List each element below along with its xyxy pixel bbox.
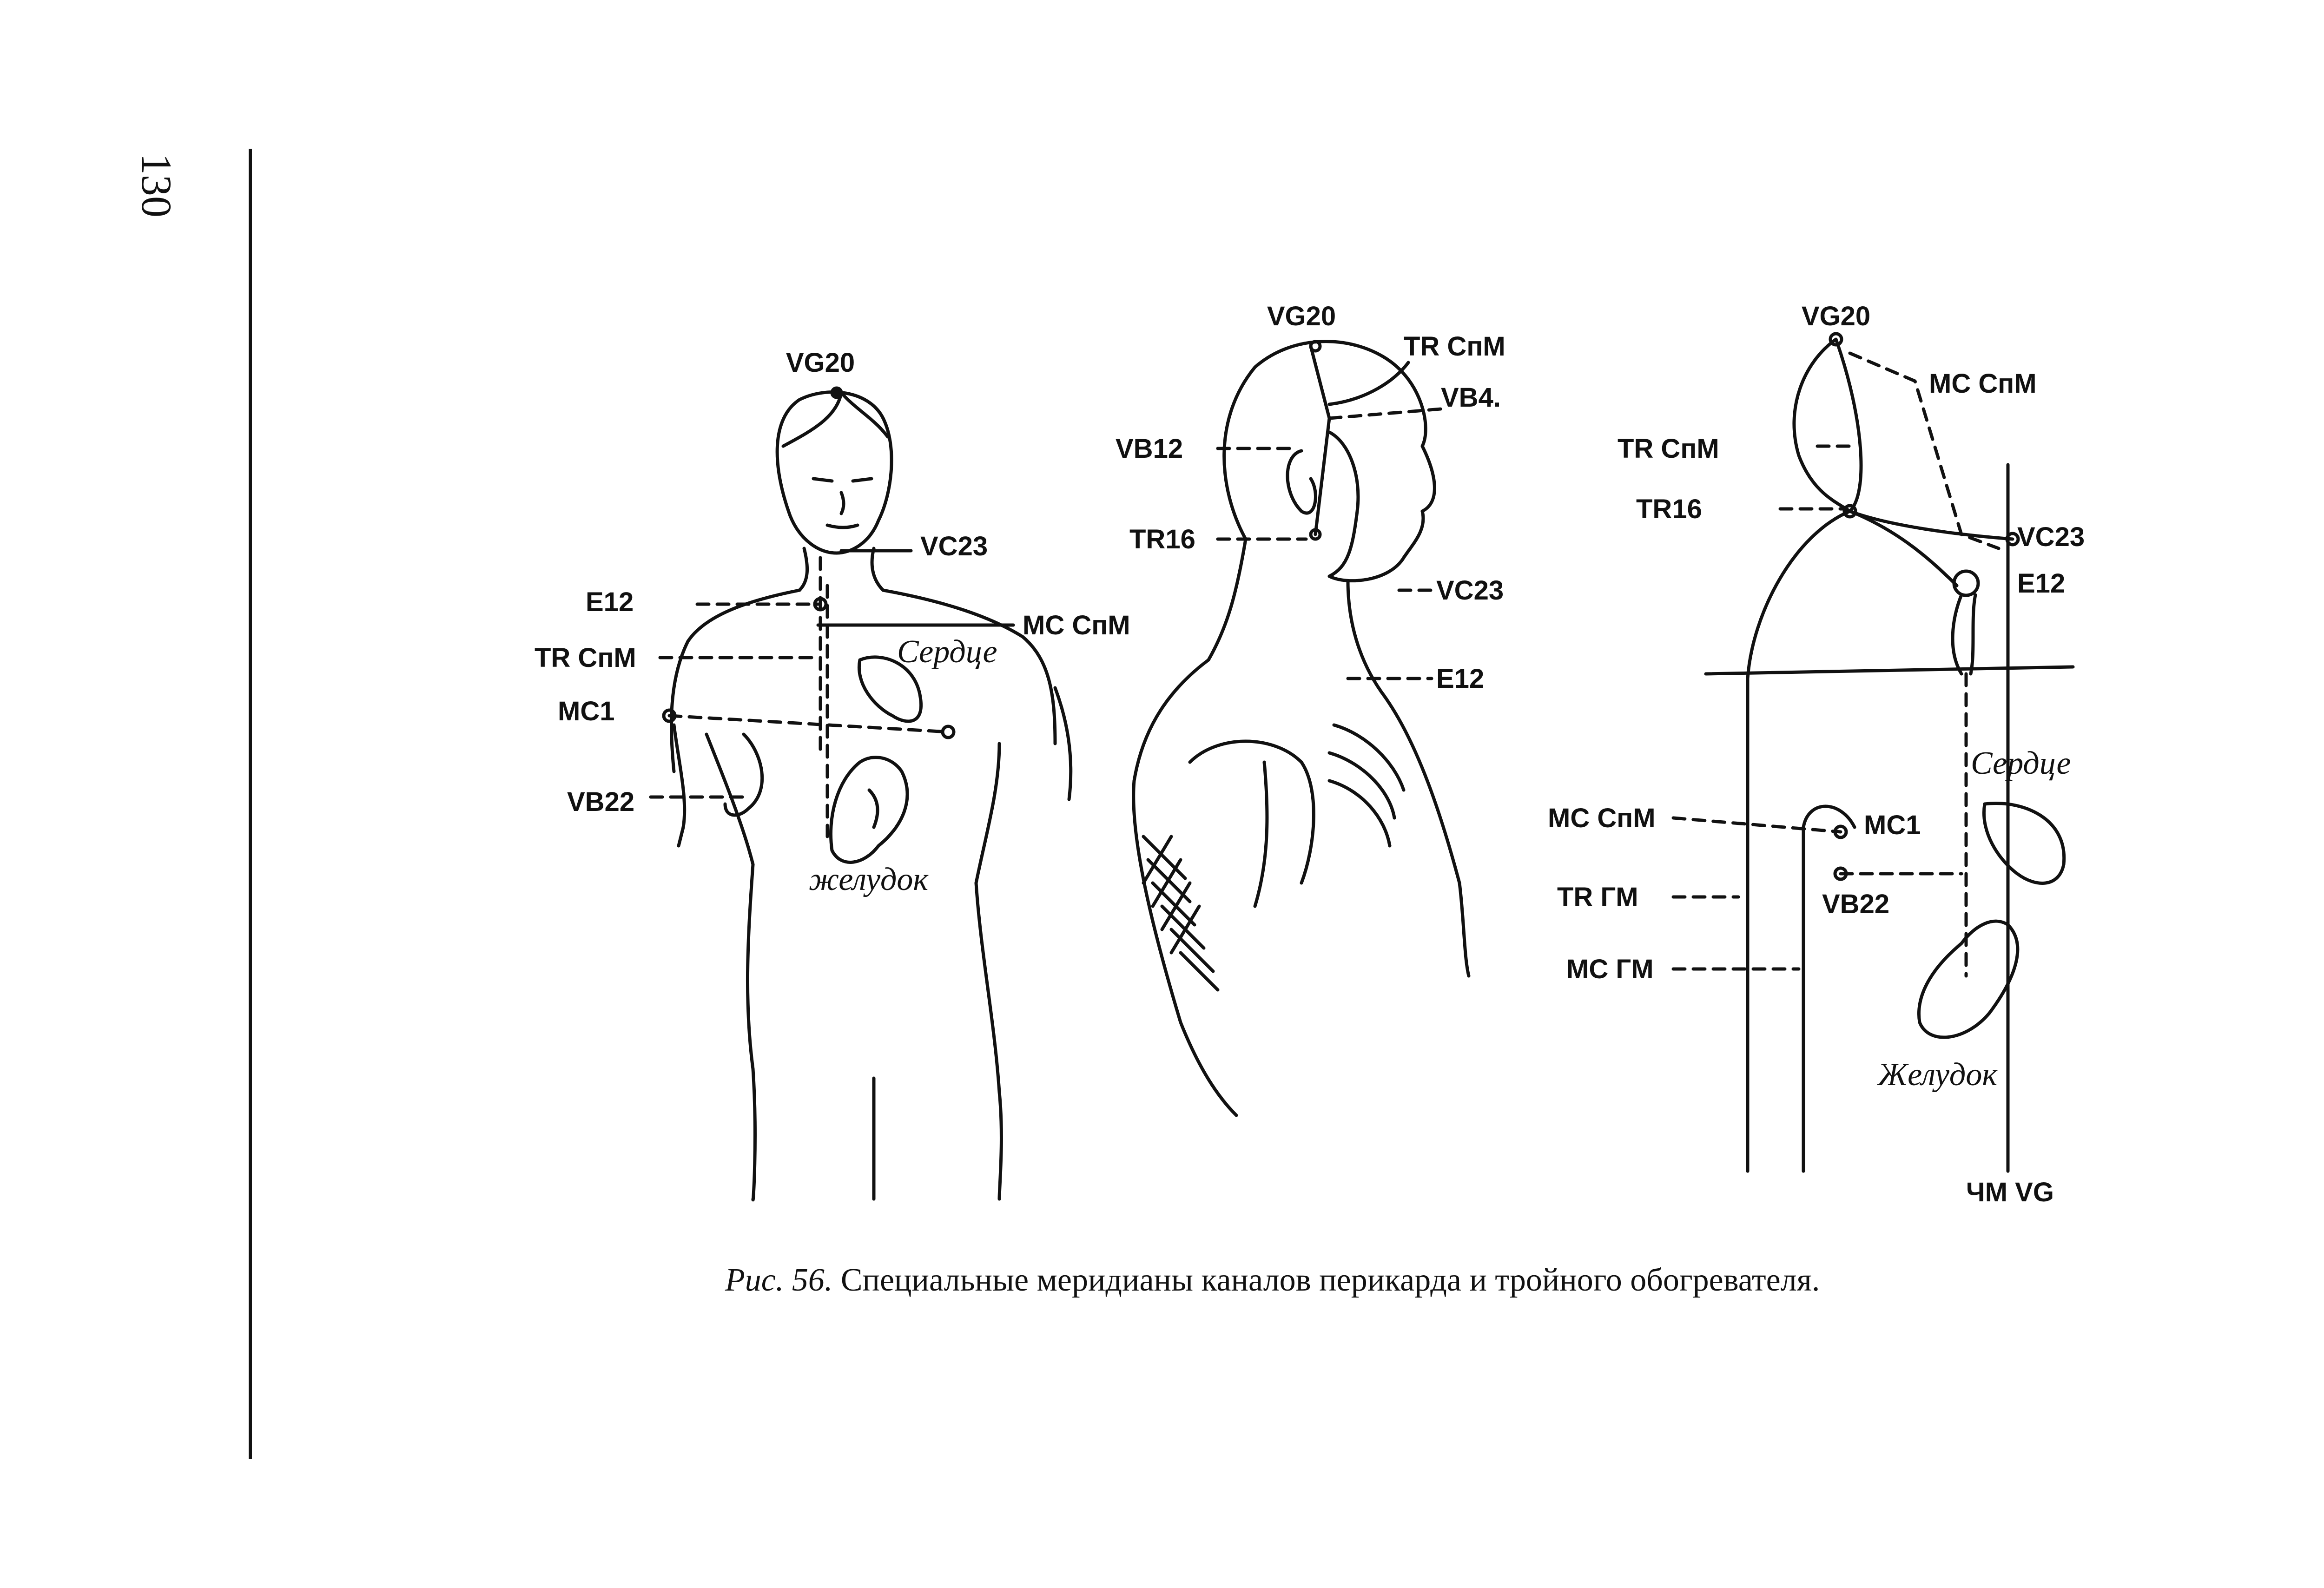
schema-label-tr-gm: TR ГМ <box>1557 882 1638 912</box>
front-label-vc23: VC23 <box>920 531 988 561</box>
front-label-vb22: VB22 <box>567 787 634 817</box>
front-label-vg20: VG20 <box>786 348 855 378</box>
front-label-e12: E12 <box>586 587 634 617</box>
schema-label-heart: Сердце <box>1971 745 2071 781</box>
side-label-vc23: VC23 <box>1436 575 1504 606</box>
front-body-drawing <box>649 386 1073 1202</box>
schema-label-stomach: Желудок <box>1877 1057 1998 1093</box>
schema-label-vb22: VB22 <box>1822 889 1889 919</box>
side-label-tr16: TR16 <box>1129 524 1195 554</box>
schema-label-mc-spm-top: MC CпM <box>1929 369 2037 399</box>
schema-label-mc-spm: MC CпM <box>1548 803 1656 833</box>
side-label-tr-spm: TR CпM <box>1404 331 1505 362</box>
schema-label-e12: E12 <box>2017 568 2065 599</box>
front-label-mc-spm: MC CпM <box>1023 610 1130 640</box>
left-margin-rule <box>249 149 252 1459</box>
side-label-vg20: VG20 <box>1267 301 1336 331</box>
schema-label-vg20: VG20 <box>1802 301 1870 331</box>
side-body-drawing <box>1132 340 1471 1117</box>
side-label-vb4: VB4. <box>1441 382 1501 413</box>
side-labels: VG20 TR CпM VB4. VB12 TR16 VC23 E12 <box>1116 301 1505 694</box>
front-label-mc1: MC1 <box>558 696 614 726</box>
front-label-stomach: желудок <box>809 862 929 897</box>
front-labels: VG20 VC23 E12 MC CпM TR CпM Сердце MC1 V… <box>535 348 1130 897</box>
schema-label-mc1: MC1 <box>1864 810 1921 840</box>
schema-label-tr-spm: TR CпM <box>1618 434 1719 464</box>
schema-drawing <box>1671 332 2075 1173</box>
schema-labels: VG20 MC CпM TR CпM TR16 VC23 E12 Сердце … <box>1548 301 2085 1207</box>
side-label-vb12: VB12 <box>1116 434 1183 464</box>
front-label-tr-spm: TR CпM <box>535 643 636 673</box>
schema-label-vc23: VC23 <box>2017 522 2085 552</box>
figure-caption: Рис. 56. Специальные меридианы каналов п… <box>725 1262 2119 1299</box>
caption-text: Специальные меридианы каналов перикарда … <box>840 1262 1820 1298</box>
figure-label: Рис. 56. <box>725 1262 833 1298</box>
side-label-e12: E12 <box>1436 664 1484 694</box>
schema-label-chm-vg: ЧM VG <box>1966 1177 2054 1207</box>
front-label-heart: Сердце <box>897 634 997 670</box>
schema-label-tr16: TR16 <box>1636 494 1702 524</box>
schema-label-mc-gm: MC ГМ <box>1566 954 1654 984</box>
